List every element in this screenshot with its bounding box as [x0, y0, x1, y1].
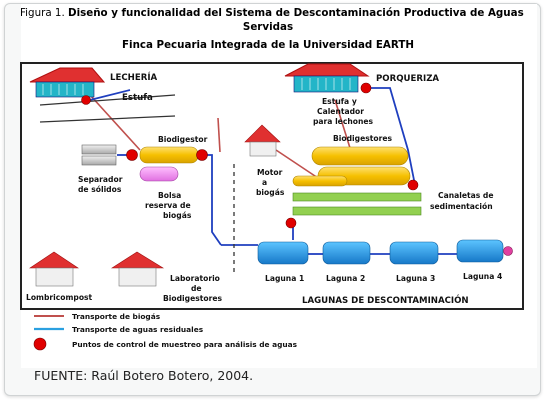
lombricompost-house: [29, 251, 79, 287]
porqueriza-windows: [301, 78, 351, 90]
figure: [21, 4, 537, 368]
figure-label: Figura 1.: [20, 7, 65, 19]
canaleta-2: [292, 206, 422, 216]
control-point-porqueriza: [360, 82, 372, 94]
motor-label-2: a: [262, 178, 267, 187]
biogas-line-porqueriza: [334, 99, 351, 149]
bolsa-label-3: biogás: [163, 211, 192, 220]
estufa-label: Estufa: [122, 93, 153, 103]
motor-label-3: biogás: [256, 188, 285, 197]
motor-label-1: Motor: [257, 168, 283, 177]
lecheria-wall: [35, 81, 95, 98]
bolsa-label-2: reserva de: [145, 201, 191, 210]
legend: Transporte de biogás Transporte de aguas…: [33, 312, 298, 351]
figure-card: [4, 3, 541, 396]
biogas-line-lecheria: [89, 94, 141, 151]
biodigestor-tank-3: [292, 175, 348, 187]
laguna-4-label: Laguna 4: [463, 272, 502, 281]
porqueriza-roof: [284, 63, 370, 77]
water-line-bio-lab: [205, 154, 222, 246]
estufa-calentador-label-2: Calentador: [317, 107, 364, 116]
legend-biogas-label: Transporte de biogás: [72, 312, 161, 321]
lombricompost-label: Lombricompost: [26, 293, 93, 302]
lecheria-building: [29, 67, 106, 98]
control-point-separador: [126, 149, 138, 161]
figure-subtitle: Finca Pecuaria Integrada de la Universid…: [122, 39, 414, 51]
laboratorio-house: [110, 251, 165, 287]
estufa-calentador-label-3: para lechones: [313, 117, 374, 126]
motor-house: [244, 124, 281, 157]
laguna-2-label: Laguna 2: [326, 274, 365, 283]
laboratorio-label-3: Biodigestores: [163, 294, 222, 303]
bolsa-reserva: [139, 166, 179, 182]
laguna-1-label: Laguna 1: [265, 274, 304, 283]
biodigestor-tank-1: [311, 146, 409, 166]
estufa-calentador-label-1: Estufa y: [322, 97, 357, 106]
lecheria-windows: [42, 84, 84, 95]
laguna-3: [389, 241, 439, 265]
separador-label-1: Separador: [78, 175, 123, 184]
road-bottom-edge: [39, 115, 176, 123]
laguna-2: [322, 241, 371, 265]
road-top-edge: [39, 94, 176, 106]
lagunas-title: LAGUNAS DE DESCONTAMINACIÓN: [302, 294, 469, 306]
figure-title: Figura 1. Diseño y funcionalidad del Sis…: [20, 7, 524, 19]
canaletas-label-2: sedimentación: [430, 202, 493, 211]
porqueriza-building: [284, 63, 370, 93]
water-line-porqueriza: [366, 87, 416, 186]
legend-puntos-swatch: [33, 337, 47, 351]
diagram-frame: [20, 62, 524, 310]
porqueriza-label: PORQUERIZA: [376, 74, 439, 84]
legend-aguas-label: Transporte de aguas residuales: [72, 325, 204, 334]
control-point-salida: [503, 246, 513, 256]
biodigestor-tank: [139, 146, 199, 164]
laguna-4: [456, 239, 504, 263]
lecheria-label: LECHERÍA: [110, 71, 158, 83]
figure-title-line2: Servidas: [242, 21, 294, 33]
canaleta-1: [292, 192, 422, 202]
water-line-lecheria-road: [89, 89, 131, 101]
canaletas-label-1: Canaletas de: [438, 191, 494, 200]
control-point-biodigestores: [407, 179, 419, 191]
biogas-line-biodigestor-up: [217, 117, 221, 153]
lecheria-roof: [29, 67, 106, 83]
biodigestores-label: Biodigestores: [333, 134, 392, 143]
biogas-lines: [89, 94, 351, 179]
road: [39, 94, 235, 273]
control-points: [81, 82, 419, 229]
laboratorio-label-2: de: [191, 284, 202, 293]
laguna-1: [257, 241, 309, 265]
laboratorio-label-1: Laboratorio: [170, 274, 220, 283]
control-point-lecheria: [81, 95, 91, 105]
figure-title-bold: Diseño y funcionalidad del Sistema de De…: [68, 7, 524, 19]
control-point-canaletas: [285, 217, 297, 229]
separador-solidos: [81, 144, 117, 166]
separador-label-2: de sólidos: [78, 185, 122, 194]
control-point-biodigestor: [196, 149, 208, 161]
figure-source: FUENTE: Raúl Botero Botero, 2004.: [34, 368, 254, 383]
biogas-line-motor: [275, 149, 319, 179]
laguna-3-label: Laguna 3: [396, 274, 435, 283]
legend-puntos-label: Puntos de control de muestreo para análi…: [72, 340, 298, 349]
biodigestor-label: Biodigestor: [158, 135, 208, 144]
bolsa-label-1: Bolsa: [158, 191, 181, 200]
